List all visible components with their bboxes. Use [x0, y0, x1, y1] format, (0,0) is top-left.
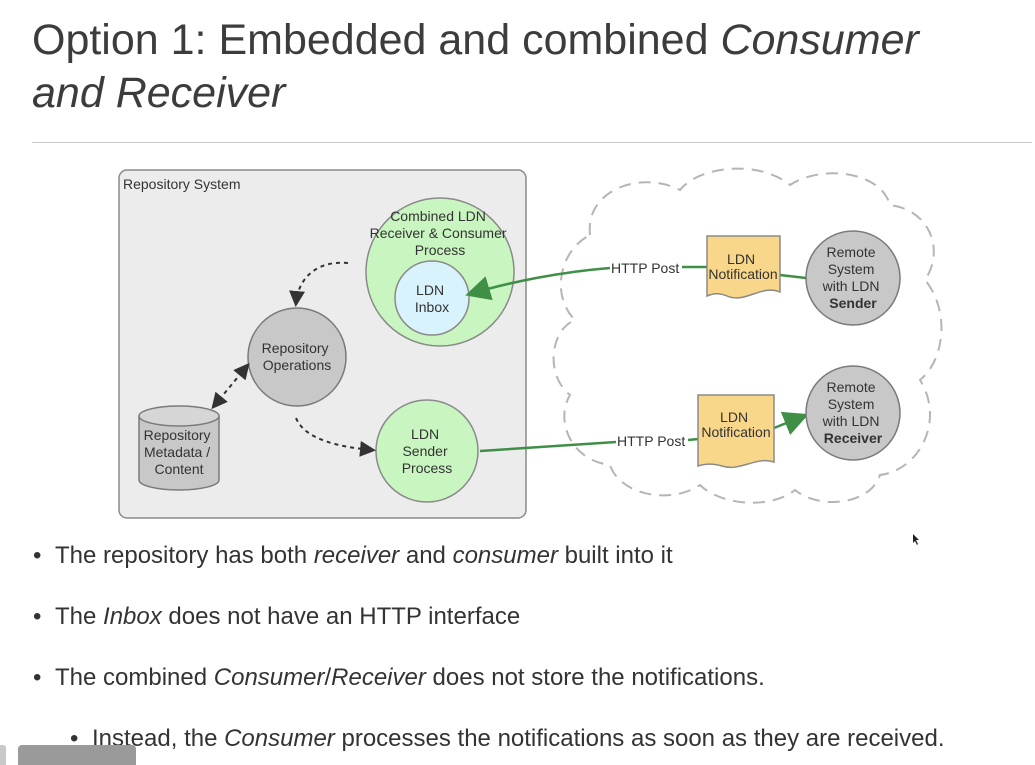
- green-line-sender-to-post: [479, 440, 617, 453]
- repository-metadata-cylinder: [138, 405, 220, 491]
- ldn-notification-bottom-label: LDN Notification: [701, 409, 770, 440]
- ldn-sender-process-node: [375, 399, 479, 503]
- bullet-item: •The combined Consumer/Receiver does not…: [33, 664, 765, 691]
- dotted-arrow-operations-metadata: [211, 362, 250, 410]
- repository-operations-label: Repository Operations: [262, 340, 333, 373]
- title-emphasis-consumer: Consumer: [720, 16, 919, 64]
- window-edge-tab: [0, 745, 6, 765]
- title-emphasis-receiver: and Receiver: [32, 69, 286, 117]
- ldn-notification-top-label: LDN Notification: [708, 251, 777, 282]
- title-text: Option 1: Embedded and combined: [32, 16, 721, 64]
- bullet-item: •The Inbox does not have an HTTP interfa…: [33, 603, 521, 630]
- remote-sender-label: Remote System with LDN Sender: [822, 244, 884, 311]
- green-line-post-to-note-bottom: [687, 437, 699, 442]
- http-post-bottom-label: HTTP Post: [617, 433, 685, 449]
- remote-receiver-label: Remote System with LDN Receiver: [822, 379, 884, 446]
- ldn-inbox-label: LDN Inbox: [415, 282, 449, 315]
- architecture-diagram: Repository System Combined LDN Receiver …: [118, 167, 943, 519]
- slide-title: Option 1: Embedded and combined Consumer…: [32, 14, 1022, 120]
- bullet-item: •The repository has both receiver and co…: [33, 542, 673, 569]
- repository-metadata-label: Repository Metadata / Content: [144, 427, 215, 477]
- green-arrow-note-to-receiver: [773, 411, 809, 436]
- ldn-notification-bottom-doc: [697, 394, 775, 469]
- title-divider: [32, 142, 1032, 143]
- remote-receiver-node: [805, 365, 901, 461]
- ldn-notification-top-doc: [706, 235, 781, 299]
- mouse-cursor-icon: [913, 534, 919, 545]
- combined-process-label: Combined LDN Receiver & Consumer Process: [370, 208, 511, 258]
- http-post-top-label: HTTP Post: [611, 260, 679, 276]
- repository-system-label: Repository System: [123, 176, 240, 192]
- green-arrow-notification-to-inbox: [465, 266, 611, 301]
- video-control-tab[interactable]: [18, 745, 136, 765]
- ldn-inbox-node: [394, 260, 470, 336]
- green-line-note-to-sender: [779, 273, 807, 280]
- remote-sender-node: [805, 230, 901, 326]
- external-cloud: [552, 167, 943, 504]
- sub-bullet-item: •Instead, the Consumer processes the not…: [70, 725, 945, 752]
- ldn-sender-process-label: LDN Sender Process: [402, 426, 453, 476]
- dotted-arrow-inbox-to-operations: [289, 261, 349, 307]
- repository-operations-node: [247, 307, 347, 407]
